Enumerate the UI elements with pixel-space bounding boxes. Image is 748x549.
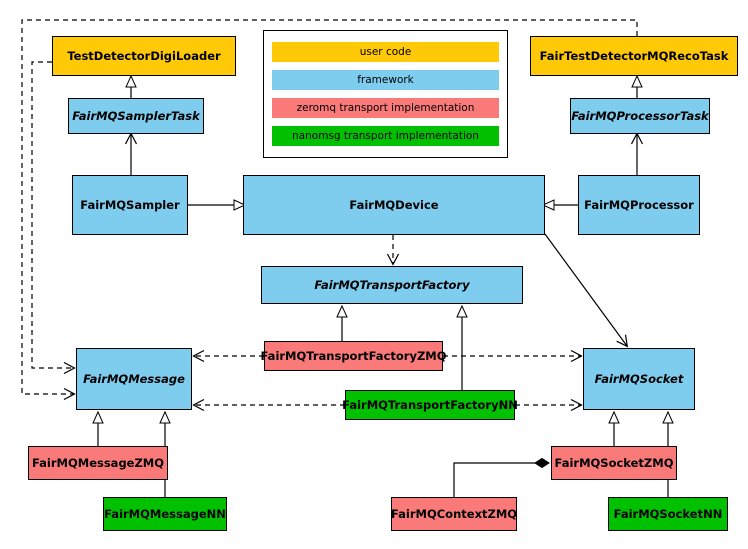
edge-recotask-to-message: [21, 19, 638, 394]
edge-socketzmq-to-contextzmq: [453, 457, 550, 497]
class-node-fairmqsocket[interactable]: FairMQSocket: [583, 348, 695, 410]
class-node-fairmqsocketnn[interactable]: FairMQSocketNN: [608, 497, 728, 531]
class-node-fairmqsamplertask[interactable]: FairMQSamplerTask: [68, 98, 204, 134]
legend-label-nanomsg: nanomsg transport implementation: [292, 130, 479, 142]
class-node-testdetectordigiloader[interactable]: TestDetectorDigiLoader: [52, 36, 236, 76]
legend-label-zeromq: zeromq transport implementation: [296, 102, 475, 114]
legend-item-user-code: user code: [272, 42, 499, 62]
class-node-fairmqmessagezmq[interactable]: FairMQMessageZMQ: [28, 446, 168, 480]
class-node-fairmqtransportfactory[interactable]: FairMQTransportFactory: [261, 266, 523, 304]
legend-label-framework: framework: [357, 74, 414, 86]
legend-panel: user code framework zeromq transport imp…: [263, 30, 508, 158]
class-node-fairmqmessage[interactable]: FairMQMessage: [76, 348, 192, 410]
class-node-fairmqmessagenn[interactable]: FairMQMessageNN: [103, 497, 227, 531]
class-node-fairtestdetectormqrecotask[interactable]: FairTestDetectorMQRecoTask: [530, 36, 738, 76]
legend-item-zeromq: zeromq transport implementation: [272, 98, 499, 118]
class-node-fairmqprocessortask[interactable]: FairMQProcessorTask: [570, 98, 710, 134]
class-node-fairmqprocessor[interactable]: FairMQProcessor: [578, 175, 700, 235]
legend-label-user-code: user code: [359, 46, 412, 58]
edge-device-to-socket: [544, 233, 627, 346]
edge-digiloader-to-message: [31, 61, 74, 368]
legend-item-nanomsg: nanomsg transport implementation: [272, 126, 499, 146]
class-node-fairmqdevice[interactable]: FairMQDevice: [243, 175, 545, 235]
class-node-fairmqsocketzmq[interactable]: FairMQSocketZMQ: [551, 446, 677, 480]
class-node-fairmqtransportfactoryzmq[interactable]: FairMQTransportFactoryZMQ: [261, 341, 447, 371]
legend-item-framework: framework: [272, 70, 499, 90]
class-node-fairmqcontextzmq[interactable]: FairMQContextZMQ: [391, 497, 517, 531]
class-node-fairmqtransportfactorynn[interactable]: FairMQTransportFactoryNN: [342, 390, 518, 420]
class-node-fairmqsampler[interactable]: FairMQSampler: [72, 175, 188, 235]
